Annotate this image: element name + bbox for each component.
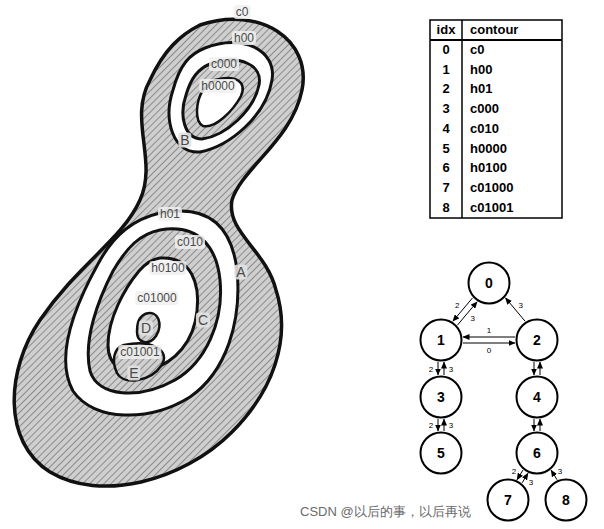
- edge-label: 3: [448, 364, 454, 373]
- region-letter: C: [196, 313, 210, 328]
- edge-arrow: [534, 419, 535, 431]
- edge-arrow: [463, 337, 515, 338]
- island-e: [114, 343, 164, 380]
- node-number: 7: [486, 478, 530, 522]
- region-letter: D: [139, 321, 153, 336]
- contour-label: h0000: [199, 79, 236, 93]
- contour-label: h00: [232, 31, 256, 45]
- edge-label: 1: [486, 326, 492, 335]
- edge-arrow: [444, 419, 445, 431]
- edge-arrow: [540, 362, 541, 375]
- contour-label: h01: [158, 207, 182, 221]
- island-d: [137, 313, 159, 342]
- edge-arrow: [444, 362, 445, 375]
- watermark: CSDN @以后的事，以后再说: [300, 503, 471, 521]
- graph-node: 6: [515, 431, 559, 475]
- region-letter: E: [127, 366, 140, 381]
- table-cell: h01: [470, 81, 492, 97]
- table-cell: h0000: [470, 141, 507, 157]
- graph-node: 7: [486, 478, 530, 522]
- edge-arrow: [517, 470, 523, 480]
- edge-label: 3: [448, 421, 454, 430]
- node-number: 5: [419, 431, 463, 475]
- table-cell: c0: [470, 42, 484, 58]
- contour-label: c01001: [118, 345, 161, 359]
- graph-node: 3: [419, 375, 463, 419]
- contour-label: c0: [234, 5, 251, 19]
- table-cell: c01000: [470, 180, 513, 196]
- edge-arrow: [438, 362, 439, 375]
- edge-label: 0: [486, 346, 492, 355]
- table-cell: 8: [442, 200, 449, 216]
- region-letter: A: [234, 265, 247, 280]
- node-number: 2: [515, 318, 559, 362]
- node-number: 3: [419, 375, 463, 419]
- table-cell: idx: [437, 22, 456, 38]
- edge-label: 3: [557, 467, 563, 476]
- island-upper: [183, 60, 259, 139]
- edge-label: 2: [428, 421, 434, 430]
- edge-arrow: [540, 419, 541, 431]
- node-number: 0: [467, 261, 511, 305]
- table-cell: 5: [442, 141, 449, 157]
- edge-label: 3: [517, 301, 523, 310]
- region-letter: B: [178, 133, 191, 148]
- node-number: 8: [544, 478, 588, 522]
- graph-node: 4: [515, 375, 559, 419]
- table-cell: 7: [442, 180, 449, 196]
- table-cell: h00: [470, 62, 492, 78]
- outer-region: [14, 19, 303, 486]
- contour-label: c000: [209, 57, 239, 71]
- table-cell: c01001: [470, 200, 513, 216]
- table-cell: contour: [470, 22, 518, 38]
- table-cell: c010: [470, 121, 499, 137]
- table-cell: 6: [442, 160, 449, 176]
- table-cell: 4: [442, 121, 449, 137]
- graph-node: 0: [467, 261, 511, 305]
- graph-node: 1: [419, 318, 463, 362]
- table-cell: h0100: [470, 160, 507, 176]
- edge-label: 3: [528, 477, 534, 486]
- hole-lower: [66, 211, 238, 415]
- contour-label: c01000: [135, 291, 178, 305]
- table-cell: 0: [442, 42, 449, 58]
- island-lower: [88, 229, 220, 393]
- node-number: 4: [515, 375, 559, 419]
- edge-label: 2: [454, 301, 460, 310]
- edge-arrow: [534, 362, 535, 375]
- graph-node: 5: [419, 431, 463, 475]
- edge-label: 3: [469, 313, 475, 322]
- table-cell: 3: [442, 101, 449, 117]
- edge-arrow: [463, 343, 515, 344]
- hole-upper-inner: [197, 78, 243, 126]
- table-cell: 1: [442, 62, 449, 78]
- edge-arrow: [505, 298, 525, 321]
- node-number: 6: [515, 431, 559, 475]
- edge-arrow: [438, 419, 439, 431]
- edge-label: 2: [428, 364, 434, 373]
- edge-label: 2: [511, 467, 517, 476]
- node-number: 1: [419, 318, 463, 362]
- table-cell: 2: [442, 81, 449, 97]
- graph-node: 2: [515, 318, 559, 362]
- table-cell: c000: [470, 101, 499, 117]
- graph-node: 8: [544, 478, 588, 522]
- hole-upper: [169, 42, 272, 152]
- hole-lower-inner: [108, 258, 198, 372]
- contour-label: c010: [175, 235, 205, 249]
- contour-label: h0100: [149, 261, 186, 275]
